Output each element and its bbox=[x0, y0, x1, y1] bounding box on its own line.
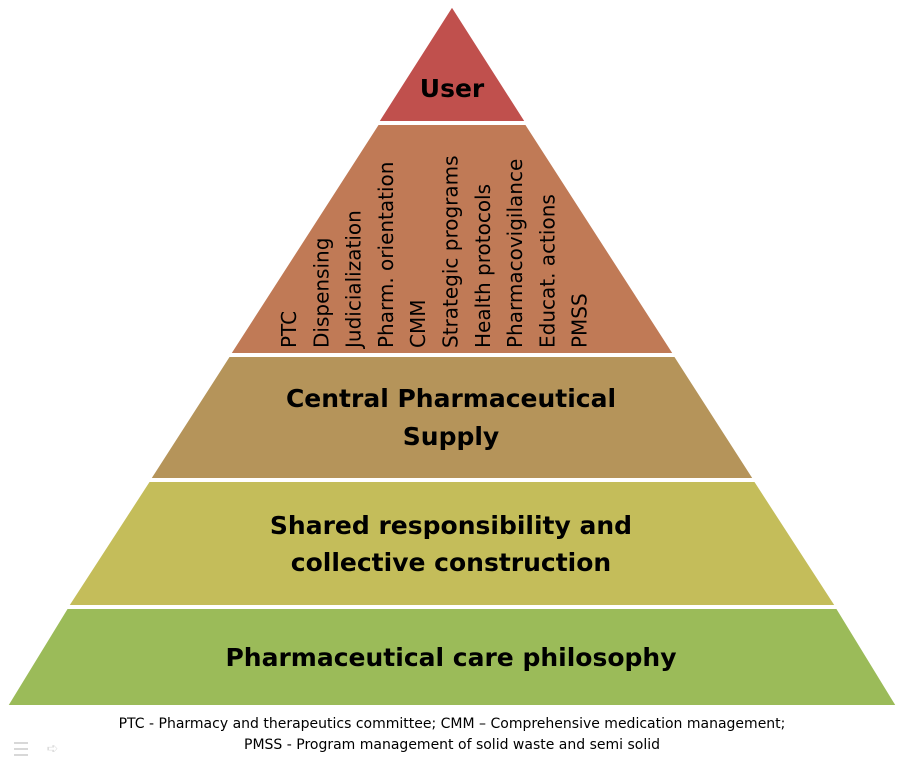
tier-philosophy-label: Pharmaceutical care philosophy bbox=[225, 643, 676, 672]
activity-labels: PTC Dispensing Judicialization Pharm. orien… bbox=[277, 155, 592, 350]
activity-label-ptc: PTC bbox=[277, 311, 301, 348]
footnote-line-1: PTC - Pharmacy and therapeutics committe… bbox=[118, 716, 786, 732]
tier-supply-label-line2: Supply bbox=[403, 422, 499, 451]
activity-label-health-protocols: Health protocols bbox=[471, 184, 495, 348]
activity-label-cmm: CMM bbox=[406, 300, 430, 348]
activity-label-dispensing: Dispensing bbox=[309, 238, 333, 348]
tier-shared-shape bbox=[66, 480, 838, 607]
activity-label-pharm-orientation: Pharm. orientation bbox=[374, 162, 398, 348]
activity-label-strategic-programs: Strategic programs bbox=[439, 155, 463, 348]
activity-label-judicialization: Judicialization bbox=[342, 210, 366, 350]
tier-shared-label-line1: Shared responsibility and bbox=[270, 511, 632, 540]
activity-label-pmss: PMSS bbox=[568, 293, 592, 348]
activity-label-educat-actions: Educat. actions bbox=[535, 194, 559, 348]
footnote: PTC - Pharmacy and therapeutics committe… bbox=[0, 714, 904, 756]
pyramid-diagram: User PTC Dispensing Judicialization Pharm. … bbox=[5, 4, 899, 707]
tier-user-label: User bbox=[420, 74, 485, 103]
tier-shared-label-line2: collective construction bbox=[291, 548, 611, 577]
tier-supply-shape bbox=[148, 355, 756, 480]
tier-user-shape bbox=[376, 4, 528, 123]
footnote-line-2: PMSS - Program management of solid waste… bbox=[244, 737, 660, 753]
tier-activities-shape bbox=[228, 123, 676, 355]
document-lines-icon[interactable] bbox=[14, 741, 28, 756]
arrow-right-icon[interactable]: ➪ bbox=[46, 740, 59, 757]
corner-icons: ➪ bbox=[14, 740, 58, 760]
activity-label-pharmacovigilance: Pharmacovigilance bbox=[503, 159, 527, 348]
tier-philosophy-shape bbox=[5, 607, 899, 707]
tier-supply-label-line1: Central Pharmaceutical bbox=[286, 384, 616, 413]
